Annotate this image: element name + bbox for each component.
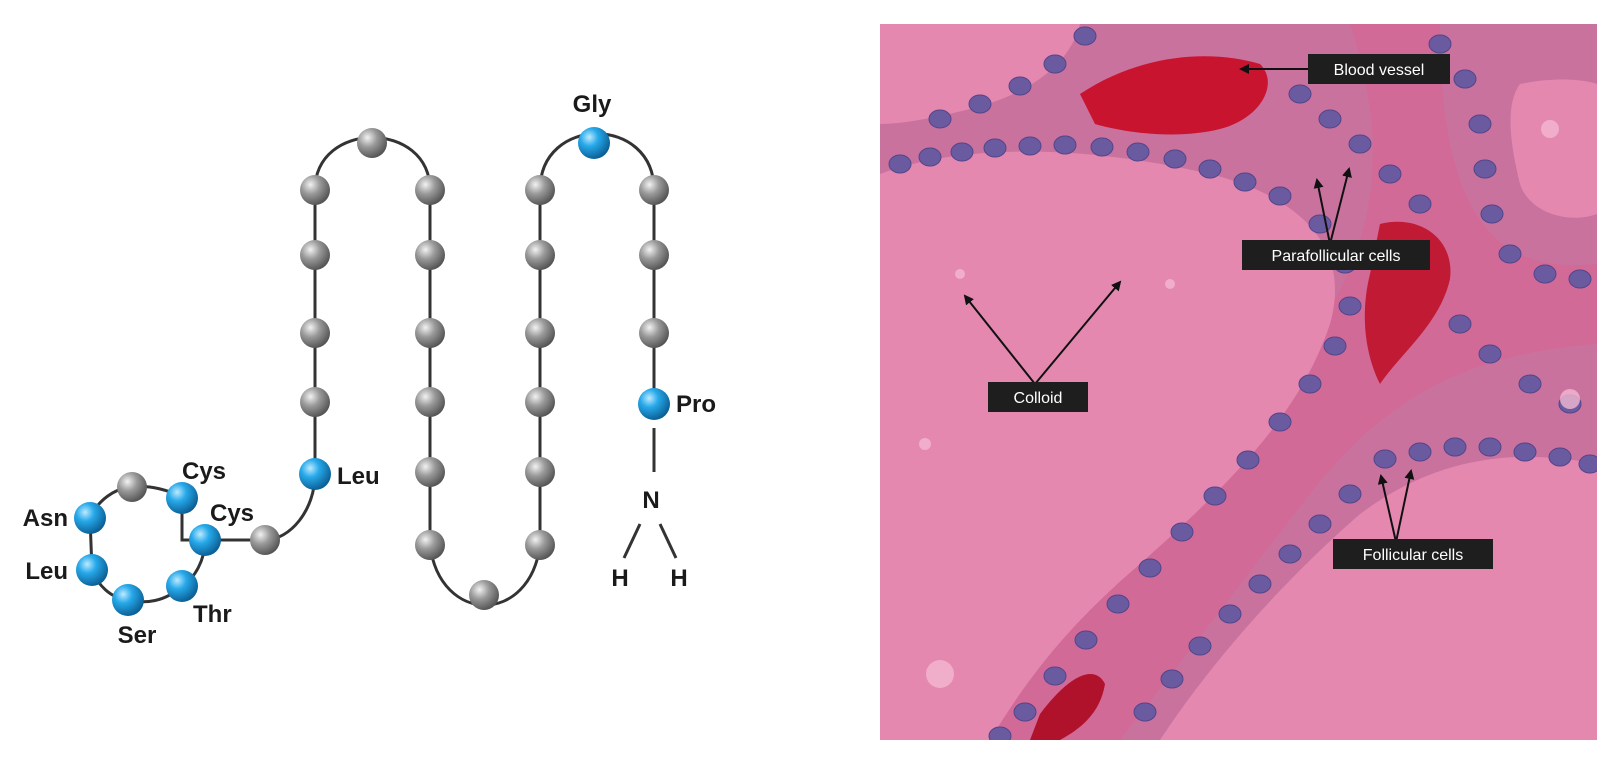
colloid-top-left <box>880 24 1080 124</box>
label-pro: Pro <box>676 391 716 418</box>
residue <box>415 318 445 348</box>
colloid-bottom-right <box>1160 456 1597 740</box>
residue <box>415 175 445 205</box>
colloid-large <box>880 151 1335 740</box>
callout-follicular: Follicular cells <box>1333 539 1493 569</box>
residue <box>415 530 445 560</box>
residue <box>639 175 669 205</box>
label-gly: Gly <box>573 91 612 118</box>
callout-blood-vessel: Blood vessel <box>1308 54 1450 84</box>
residue <box>300 318 330 348</box>
callout-parafollicular: Parafollicular cells <box>1242 240 1430 270</box>
h-bond-right <box>658 523 678 559</box>
label-thr: Thr <box>193 601 232 628</box>
residue <box>525 530 555 560</box>
callout-follicular-text: Follicular cells <box>1363 547 1463 564</box>
residue-ser <box>112 584 144 616</box>
residue-leu-ring <box>76 554 108 586</box>
residues-highlighted <box>74 127 670 616</box>
colloid-right <box>1510 79 1597 218</box>
residue <box>525 240 555 270</box>
callout-colloid-text: Colloid <box>1014 390 1063 407</box>
callout-parafollicular-text: Parafollicular cells <box>1272 248 1401 265</box>
residue <box>415 240 445 270</box>
residue <box>300 175 330 205</box>
label-ser: Ser <box>118 622 157 649</box>
residue-pro <box>638 388 670 420</box>
nuclei <box>888 26 1597 740</box>
h-bond-left <box>622 523 642 559</box>
residue <box>525 175 555 205</box>
residue-cys-1 <box>166 482 198 514</box>
residue <box>415 387 445 417</box>
thyroid-micrograph: Blood vessel Parafollicular cells Colloi… <box>880 24 1597 740</box>
residue-gly <box>578 127 610 159</box>
label-cys-1: Cys <box>182 458 226 485</box>
blood-vessel-shape <box>1030 674 1105 740</box>
label-asn: Asn <box>23 505 68 532</box>
residue-leu-chain <box>299 458 331 490</box>
callout-blood-vessel-text: Blood vessel <box>1334 62 1425 79</box>
colloid-vacuoles <box>919 120 1580 688</box>
label-leu-ring: Leu <box>25 558 68 585</box>
callout-arrows <box>963 64 1415 543</box>
label-hydrogen-left: H <box>611 565 628 592</box>
residue <box>525 457 555 487</box>
residue <box>525 387 555 417</box>
residue <box>300 387 330 417</box>
residue <box>250 525 280 555</box>
peptide-chain-diagram: Gly Pro Leu Cys Cys Asn Leu Ser Thr N H … <box>23 91 716 649</box>
residue <box>639 240 669 270</box>
label-nitrogen: N <box>642 487 659 514</box>
residue <box>300 240 330 270</box>
callout-colloid: Colloid <box>988 382 1088 412</box>
label-leu-chain: Leu <box>337 463 380 490</box>
residue <box>415 457 445 487</box>
residues-gray <box>117 128 669 610</box>
label-hydrogen-right: H <box>670 565 687 592</box>
residue <box>639 318 669 348</box>
residue <box>525 318 555 348</box>
residue-thr <box>166 570 198 602</box>
residue <box>469 580 499 610</box>
blood-vessel-shape <box>1080 56 1268 135</box>
label-cys-2: Cys <box>210 500 254 527</box>
residue-cys-2 <box>189 524 221 556</box>
residue <box>117 472 147 502</box>
residue <box>357 128 387 158</box>
residue-asn <box>74 502 106 534</box>
